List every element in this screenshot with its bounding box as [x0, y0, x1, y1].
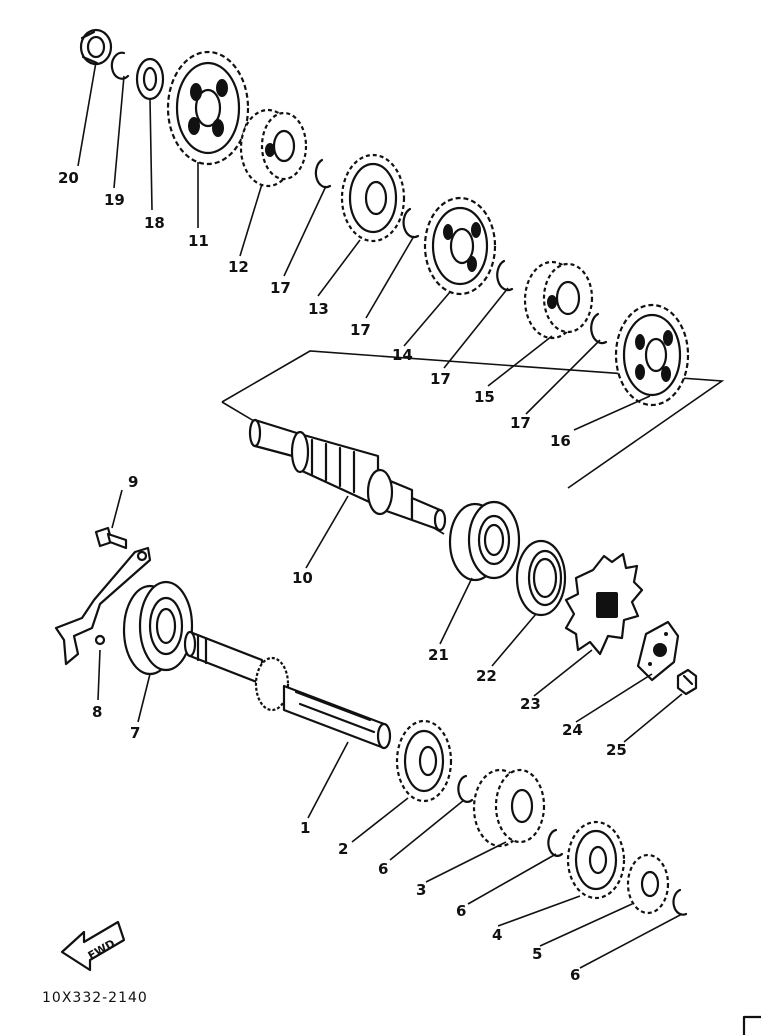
bearing-21: [448, 500, 521, 582]
gear-5: [626, 853, 670, 915]
oil-seal-22: [515, 539, 567, 617]
lock-washer-24: [636, 620, 680, 682]
gear-4: [566, 820, 626, 900]
callout-11: 11: [188, 232, 209, 250]
bolt-9: [94, 526, 128, 550]
drive-axle-10: [248, 418, 447, 532]
callout-25: 25: [606, 741, 627, 759]
callout-7: 7: [130, 724, 140, 742]
callout-1: 1: [300, 819, 310, 837]
callout-8: 8: [92, 703, 102, 721]
bolt-25: [676, 668, 698, 696]
drive-sprocket-23: [564, 552, 644, 656]
circlip-6a: [457, 774, 474, 803]
gear-12: [239, 108, 308, 188]
callout-15: 15: [474, 388, 495, 406]
callout-13: 13: [308, 300, 329, 318]
callout-14: 14: [392, 346, 413, 364]
bearing-plate-8: [54, 546, 152, 666]
circlip-19: [110, 51, 130, 80]
circlip-6b: [547, 828, 564, 857]
callout-9: 9: [128, 473, 138, 491]
gear-15: [523, 260, 594, 340]
circlip-17d: [590, 312, 608, 345]
callout-23: 23: [520, 695, 541, 713]
callout-6a: 6: [378, 860, 388, 878]
gear-14: [423, 196, 497, 296]
callout-12: 12: [228, 258, 249, 276]
circlip-17c: [496, 259, 514, 292]
callout-2: 2: [338, 840, 348, 858]
circlip-17a: [314, 158, 332, 189]
washer-18: [135, 57, 165, 101]
callout-3: 3: [416, 881, 426, 899]
gear-2: [395, 719, 453, 803]
needle-bearing-20: [79, 28, 113, 66]
part-code: 10X332-2140: [42, 990, 148, 1006]
callout-19: 19: [104, 191, 125, 209]
main-axle-1: [183, 630, 392, 750]
circlip-17b: [402, 207, 420, 239]
gear-11: [166, 50, 250, 166]
callout-21: 21: [428, 646, 449, 664]
callout-5: 5: [532, 945, 542, 963]
callout-18: 18: [144, 214, 165, 232]
callout-22: 22: [476, 667, 497, 685]
callout-24: 24: [562, 721, 583, 739]
gear-13: [340, 153, 406, 243]
bearing-7: [122, 580, 194, 676]
callout-10: 10: [292, 569, 313, 587]
callout-4: 4: [492, 926, 502, 944]
callout-6b: 6: [456, 902, 466, 920]
callout-6c: 6: [570, 966, 580, 984]
callout-17b: 17: [350, 321, 371, 339]
callout-17d: 17: [510, 414, 531, 432]
gear-16: [614, 303, 690, 407]
gear-3: [472, 768, 546, 848]
circlip-6c: [672, 888, 688, 916]
corner-mark: [742, 1015, 761, 1035]
callout-20: 20: [58, 169, 79, 187]
callout-16: 16: [550, 432, 571, 450]
fwd-arrow-icon: FWD: [60, 920, 126, 972]
callout-17a: 17: [270, 279, 291, 297]
callout-17c: 17: [430, 370, 451, 388]
leader-lines: [77, 61, 683, 969]
assembly-group-outline: [221, 350, 725, 489]
callout-labels: 20 19 18 11 12 17 13 17 14 17 15 17 16 9…: [58, 169, 627, 984]
